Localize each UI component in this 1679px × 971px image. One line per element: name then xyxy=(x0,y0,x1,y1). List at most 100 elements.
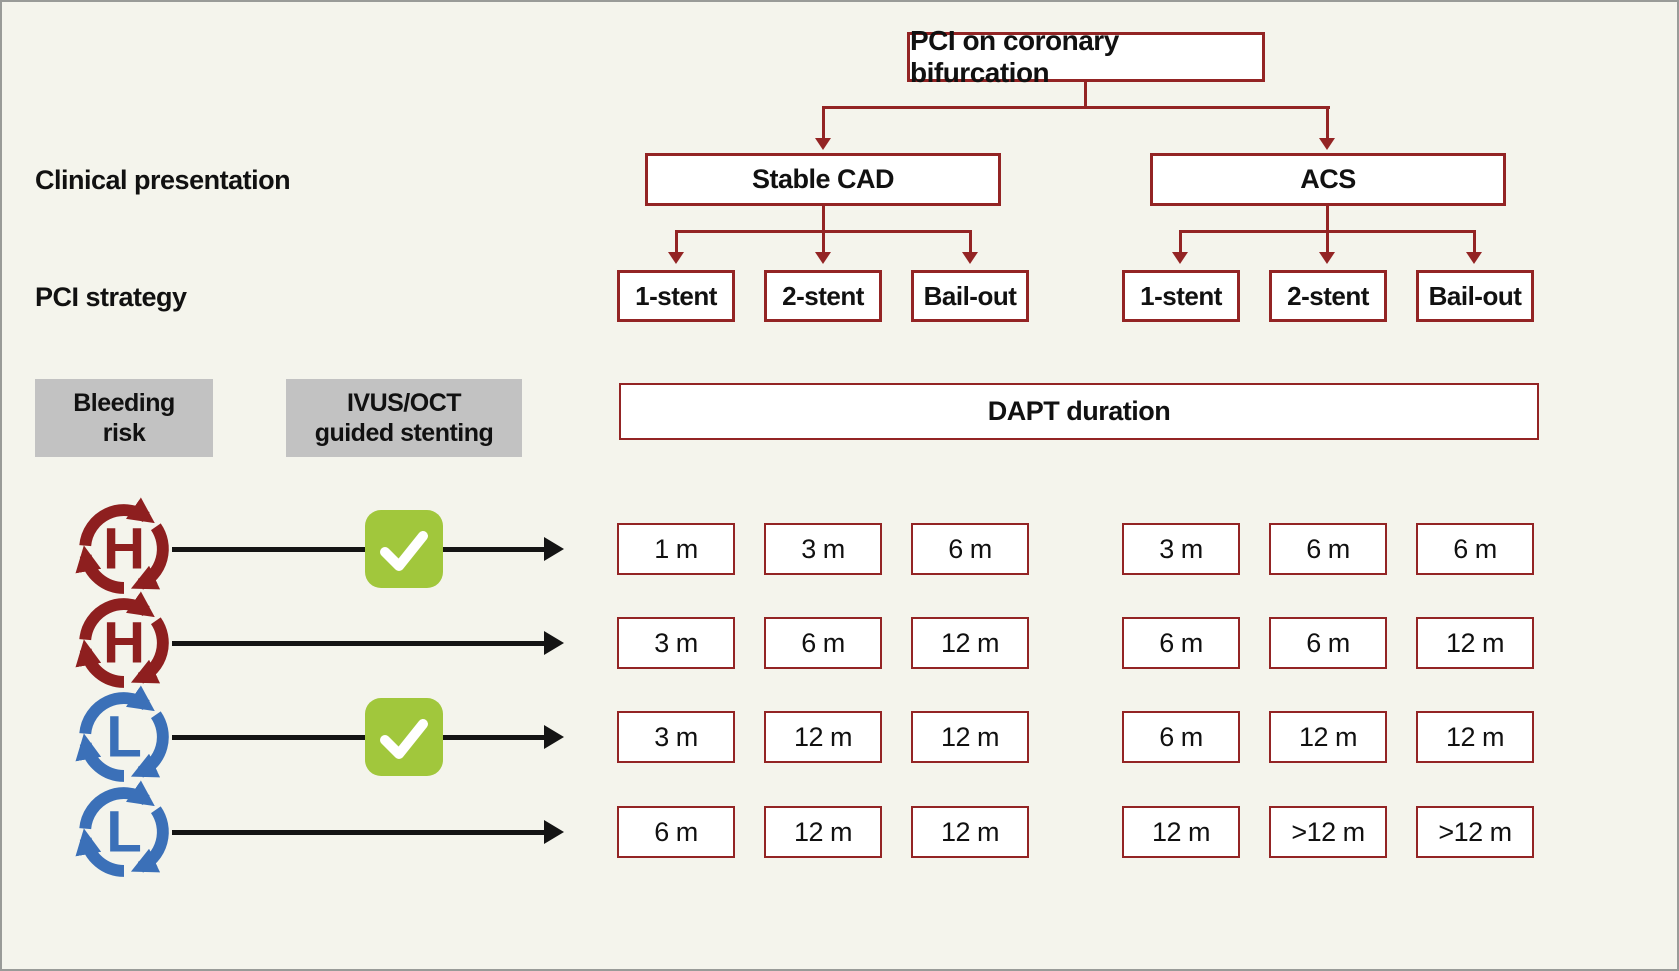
dapt-duration-cell: 3 m xyxy=(764,523,882,575)
dapt-duration-cell: 6 m xyxy=(1416,523,1534,575)
duration-value: 3 m xyxy=(654,627,698,658)
row-arrow-head-icon xyxy=(544,537,564,561)
duration-value: 6 m xyxy=(1159,721,1203,752)
duration-value: 6 m xyxy=(1453,533,1497,564)
duration-value: 3 m xyxy=(654,721,698,752)
dapt-duration-cell: 6 m xyxy=(1269,523,1387,575)
duration-value: >12 m xyxy=(1438,816,1512,847)
dapt-duration-cell: 6 m xyxy=(617,806,735,858)
duration-value: 6 m xyxy=(801,627,845,658)
duration-value: 3 m xyxy=(801,533,845,564)
connector-line xyxy=(1326,206,1329,232)
dapt-duration-cell: 3 m xyxy=(617,617,735,669)
strategy-acs-bail-out: Bail-out xyxy=(1416,270,1534,322)
duration-value: 6 m xyxy=(948,533,992,564)
duration-value: 12 m xyxy=(793,816,853,847)
label-clinical-presentation: Clinical presentation xyxy=(35,165,291,196)
header-ivus-oct: IVUS/OCT guided stenting xyxy=(286,379,522,457)
header-text: IVUS/OCT xyxy=(346,389,462,417)
strategy-label: 2-stent xyxy=(1287,280,1369,311)
connector-line xyxy=(1179,230,1182,252)
branch-stable-cad-label: Stable CAD xyxy=(751,164,895,194)
header-text: risk xyxy=(102,419,146,447)
down-arrowhead-icon xyxy=(1319,138,1335,150)
duration-value: 12 m xyxy=(940,721,1000,752)
strategy-label: Bail-out xyxy=(923,280,1017,311)
connector-line xyxy=(822,106,1330,109)
down-arrowhead-icon xyxy=(1172,252,1188,264)
down-arrowhead-icon xyxy=(815,252,831,264)
duration-value: 6 m xyxy=(1159,627,1203,658)
down-arrowhead-icon xyxy=(962,252,978,264)
strategy-cad-1-stent: 1-stent xyxy=(617,270,735,322)
ivus-checkmark-icon xyxy=(365,698,443,776)
connector-line xyxy=(1326,230,1329,252)
low-bleeding-risk-cycle-icon: L xyxy=(75,685,169,782)
connector-line xyxy=(822,106,825,138)
connector-line xyxy=(1473,230,1476,252)
connector-line xyxy=(822,230,825,252)
branch-acs-label: ACS xyxy=(1300,164,1356,194)
row-arrow-line xyxy=(172,735,544,740)
strategy-acs-2-stent: 2-stent xyxy=(1269,270,1387,322)
label-text: Clinical presentation xyxy=(35,165,291,195)
strategy-label: Bail-out xyxy=(1428,280,1522,311)
header-text: DAPT duration xyxy=(987,396,1171,426)
connector-line xyxy=(1326,106,1329,138)
dapt-duration-cell: >12 m xyxy=(1416,806,1534,858)
strategy-label: 1-stent xyxy=(1140,280,1222,311)
dapt-duration-cell: 1 m xyxy=(617,523,735,575)
duration-value: 6 m xyxy=(1306,533,1350,564)
risk-letter: L xyxy=(106,704,142,769)
low-bleeding-risk-cycle-icon: L xyxy=(75,780,169,877)
strategy-label: 1-stent xyxy=(635,280,717,311)
row-arrow-head-icon xyxy=(544,820,564,844)
dapt-duration-cell: 6 m xyxy=(1122,711,1240,763)
dapt-duration-cell: 6 m xyxy=(1122,617,1240,669)
branch-acs: ACS xyxy=(1150,153,1506,206)
duration-value: 12 m xyxy=(1298,721,1358,752)
down-arrowhead-icon xyxy=(1466,252,1482,264)
label-text: PCI strategy xyxy=(35,282,187,312)
down-arrowhead-icon xyxy=(1319,252,1335,264)
dapt-duration-cell: 12 m xyxy=(1122,806,1240,858)
duration-value: 12 m xyxy=(940,816,1000,847)
down-arrowhead-icon xyxy=(668,252,684,264)
strategy-label: 2-stent xyxy=(782,280,864,311)
strategy-cad-2-stent: 2-stent xyxy=(764,270,882,322)
duration-value: 1 m xyxy=(654,533,698,564)
dapt-duration-cell: 12 m xyxy=(911,617,1029,669)
duration-value: 12 m xyxy=(1445,721,1505,752)
duration-value: 6 m xyxy=(654,816,698,847)
strategy-acs-1-stent: 1-stent xyxy=(1122,270,1240,322)
dapt-duration-cell: 3 m xyxy=(617,711,735,763)
down-arrowhead-icon xyxy=(815,138,831,150)
dapt-duration-cell: 12 m xyxy=(764,711,882,763)
high-bleeding-risk-cycle-icon: H xyxy=(75,497,169,594)
dapt-duration-cell: 12 m xyxy=(1269,711,1387,763)
header-text: Bleeding xyxy=(73,389,175,417)
risk-letter: H xyxy=(103,516,145,581)
duration-value: 3 m xyxy=(1159,533,1203,564)
duration-value: 12 m xyxy=(793,721,853,752)
high-bleeding-risk-cycle-icon: H xyxy=(75,591,169,688)
row-arrow-line xyxy=(172,641,544,646)
header-bleeding-risk: Bleeding risk xyxy=(35,379,213,457)
dapt-duration-cell: 6 m xyxy=(911,523,1029,575)
risk-letter: H xyxy=(103,610,145,675)
page-title-label: PCI on coronary bifurcation xyxy=(910,25,1119,88)
page-title: PCI on coronary bifurcation xyxy=(907,25,1265,88)
connector-line xyxy=(969,230,972,252)
dapt-duration-cell: 12 m xyxy=(764,806,882,858)
dapt-duration-cell: 12 m xyxy=(1416,711,1534,763)
connector-line xyxy=(1084,82,1087,108)
row-arrow-line xyxy=(172,830,544,835)
duration-value: 6 m xyxy=(1306,627,1350,658)
dapt-duration-cell: 3 m xyxy=(1122,523,1240,575)
header-dapt-duration: DAPT duration xyxy=(619,383,1539,440)
header-text: guided stenting xyxy=(314,419,494,447)
duration-value: >12 m xyxy=(1291,816,1365,847)
duration-value: 12 m xyxy=(1151,816,1211,847)
dapt-duration-cell: >12 m xyxy=(1269,806,1387,858)
connector-line xyxy=(675,230,678,252)
